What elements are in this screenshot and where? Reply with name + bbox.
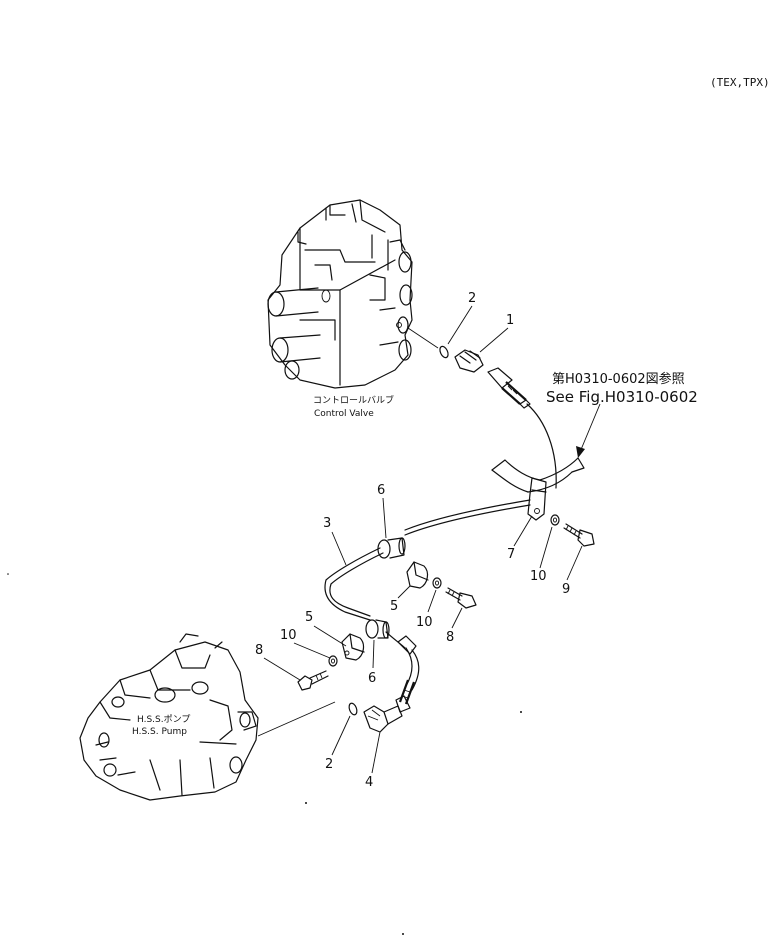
pipe-main xyxy=(324,499,531,649)
hss-pump-label-jp: H.S.S.ポンプ xyxy=(137,714,190,725)
control-valve-label-en: Control Valve xyxy=(314,409,374,419)
washer-c xyxy=(328,655,338,667)
callout-10-middle: 10 xyxy=(416,615,433,630)
callout-5-upper: 5 xyxy=(390,599,398,614)
callout-10-right: 10 xyxy=(530,569,547,584)
grommet-lower xyxy=(365,619,390,639)
callout-10-lower: 10 xyxy=(280,628,297,643)
bolt-8-upper xyxy=(445,587,477,609)
reference-en: See Fig.H0310-0602 xyxy=(546,388,698,406)
washer-a xyxy=(550,514,560,526)
elbow-fitting xyxy=(363,705,403,733)
callout-2-lower: 2 xyxy=(325,757,333,772)
hss-pump-label-en: H.S.S. Pump xyxy=(132,727,187,737)
control-valve-label-jp: コントロールバルブ xyxy=(313,394,394,406)
callout-7: 7 xyxy=(507,547,515,562)
reference-arrowhead xyxy=(576,446,585,458)
hose-lower xyxy=(395,635,420,713)
callout-8-lower: 8 xyxy=(255,643,263,658)
control-valve-drawing xyxy=(267,199,413,389)
reference-hose-section xyxy=(491,457,585,493)
washer-b xyxy=(432,577,442,589)
callout-2-upper: 2 xyxy=(468,291,476,306)
callout-6-upper: 6 xyxy=(377,483,385,498)
callout-8-upper: 8 xyxy=(446,630,454,645)
clamp-bracket xyxy=(527,477,547,521)
washer-b-inner xyxy=(434,580,440,586)
callout-3: 3 xyxy=(323,516,331,531)
grommet-upper xyxy=(377,537,406,559)
callout-9: 9 xyxy=(562,582,570,597)
bolt-9 xyxy=(563,523,595,547)
bolt-8-lower xyxy=(297,670,329,691)
washer-c-inner xyxy=(330,658,336,664)
o-ring-lower xyxy=(348,702,358,716)
washer-a-inner xyxy=(552,517,558,523)
clamp-lower xyxy=(341,633,365,661)
callout-5-lower: 5 xyxy=(305,610,313,625)
reference-jp: 第H0310-0602図参照 xyxy=(552,371,685,387)
reference-arrow xyxy=(579,403,601,453)
connector-fitting xyxy=(454,349,484,373)
clamp-upper xyxy=(406,561,429,589)
o-ring-upper xyxy=(439,345,449,359)
callout-6-lower: 6 xyxy=(368,671,376,686)
hss-pump-drawing xyxy=(79,633,259,801)
variant-code: (TEX,TPX) xyxy=(710,76,770,89)
hose-upper xyxy=(487,367,557,489)
callout-4: 4 xyxy=(365,775,373,790)
callout-1: 1 xyxy=(506,313,514,328)
